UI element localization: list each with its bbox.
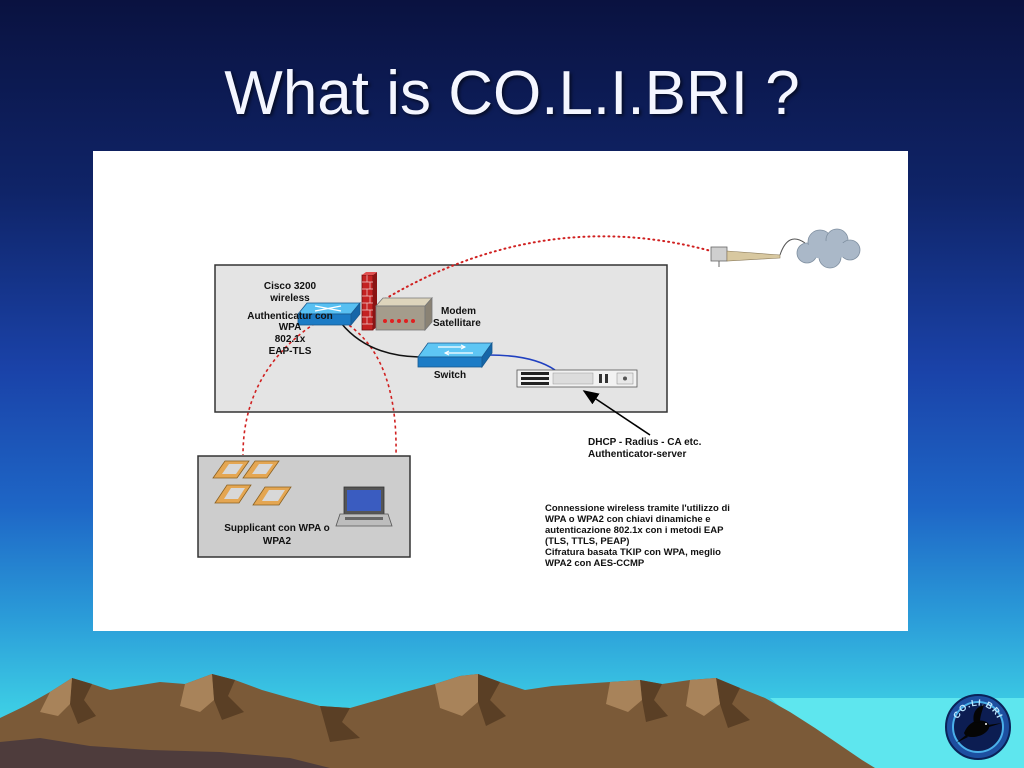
server-label-line: Authenticator-server bbox=[588, 449, 686, 460]
cisco-label-line: WPA bbox=[279, 322, 302, 333]
laptop-icon bbox=[335, 486, 393, 527]
satellite-dish-icon bbox=[710, 246, 781, 267]
switch-server-link bbox=[488, 354, 556, 371]
diagram-panel: Cisco 3200 wireless Authenticatur con WP… bbox=[93, 151, 908, 631]
wireless-link-right bbox=[338, 318, 397, 456]
pda-icon bbox=[214, 484, 252, 504]
description-line: (TLS, TTLS, PEAP) bbox=[545, 536, 629, 547]
mountain-foot-shade bbox=[0, 738, 330, 768]
supplicant-label: Supplicant con WPA o WPA2 bbox=[224, 523, 330, 547]
router-icon bbox=[297, 301, 361, 327]
description-line: WPA o WPA2 con chiavi dinamiche e bbox=[545, 514, 711, 525]
server-label: DHCP - Radius - CA etc. Authenticator-se… bbox=[588, 437, 702, 460]
server-label-line: DHCP - Radius - CA etc. bbox=[588, 437, 702, 448]
router-switch-link bbox=[340, 322, 420, 358]
wireless-link-left bbox=[242, 316, 326, 456]
network-diagram: Cisco 3200 wireless Authenticatur con WP… bbox=[197, 228, 861, 569]
description-text: Connessione wireless tramite l'utilizzo … bbox=[545, 503, 730, 569]
firewall-icon bbox=[361, 272, 377, 331]
supplicant-label-line: WPA2 bbox=[263, 536, 292, 547]
description-line: Connessione wireless tramite l'utilizzo … bbox=[545, 503, 730, 514]
cloud-icon bbox=[796, 228, 861, 269]
modem-label: Modem Satellitare bbox=[433, 306, 481, 329]
hummingbird-icon bbox=[956, 705, 1002, 743]
satellite-modem-icon bbox=[375, 296, 433, 332]
description-line: WPA2 con AES-CCMP bbox=[545, 558, 645, 569]
switch-icon bbox=[417, 341, 493, 369]
modem-label-line: Modem bbox=[441, 306, 476, 317]
slide-title: What is CO.L.I.BRI ? bbox=[224, 59, 800, 128]
pda-icon bbox=[252, 486, 292, 506]
server-pointer-arrow bbox=[582, 390, 651, 436]
dish-cloud-link bbox=[779, 238, 806, 256]
pda-icon bbox=[242, 460, 280, 479]
description-line: autenticazione 802.1x con i metodi EAP bbox=[545, 525, 724, 536]
cisco-label-line: wireless bbox=[269, 293, 310, 304]
mountain-range-decoration bbox=[0, 674, 1024, 768]
server-rack-icon bbox=[516, 369, 638, 388]
satellite-link bbox=[384, 235, 712, 300]
cisco-label: Cisco 3200 wireless Authenticatur con WP… bbox=[247, 281, 333, 357]
description-line: Cifratura basata TKIP con WPA, meglio bbox=[545, 547, 721, 558]
modem-label-line: Satellitare bbox=[433, 318, 481, 329]
mountain-highlights bbox=[40, 674, 720, 716]
mountain-shadows bbox=[70, 674, 750, 742]
supplicant-label-line: Supplicant con WPA o bbox=[224, 523, 330, 534]
cisco-label-line: Authenticatur con bbox=[247, 311, 333, 322]
cisco-label-line: EAP-TLS bbox=[269, 346, 312, 357]
cisco-label-line: Cisco 3200 bbox=[264, 281, 317, 292]
lan-box bbox=[214, 264, 668, 413]
cisco-label-line: 802.1x bbox=[275, 334, 306, 345]
switch-label: Switch bbox=[434, 370, 466, 381]
colibri-logo: CO.LI.BRI bbox=[945, 694, 1011, 760]
pda-icon bbox=[212, 460, 250, 479]
